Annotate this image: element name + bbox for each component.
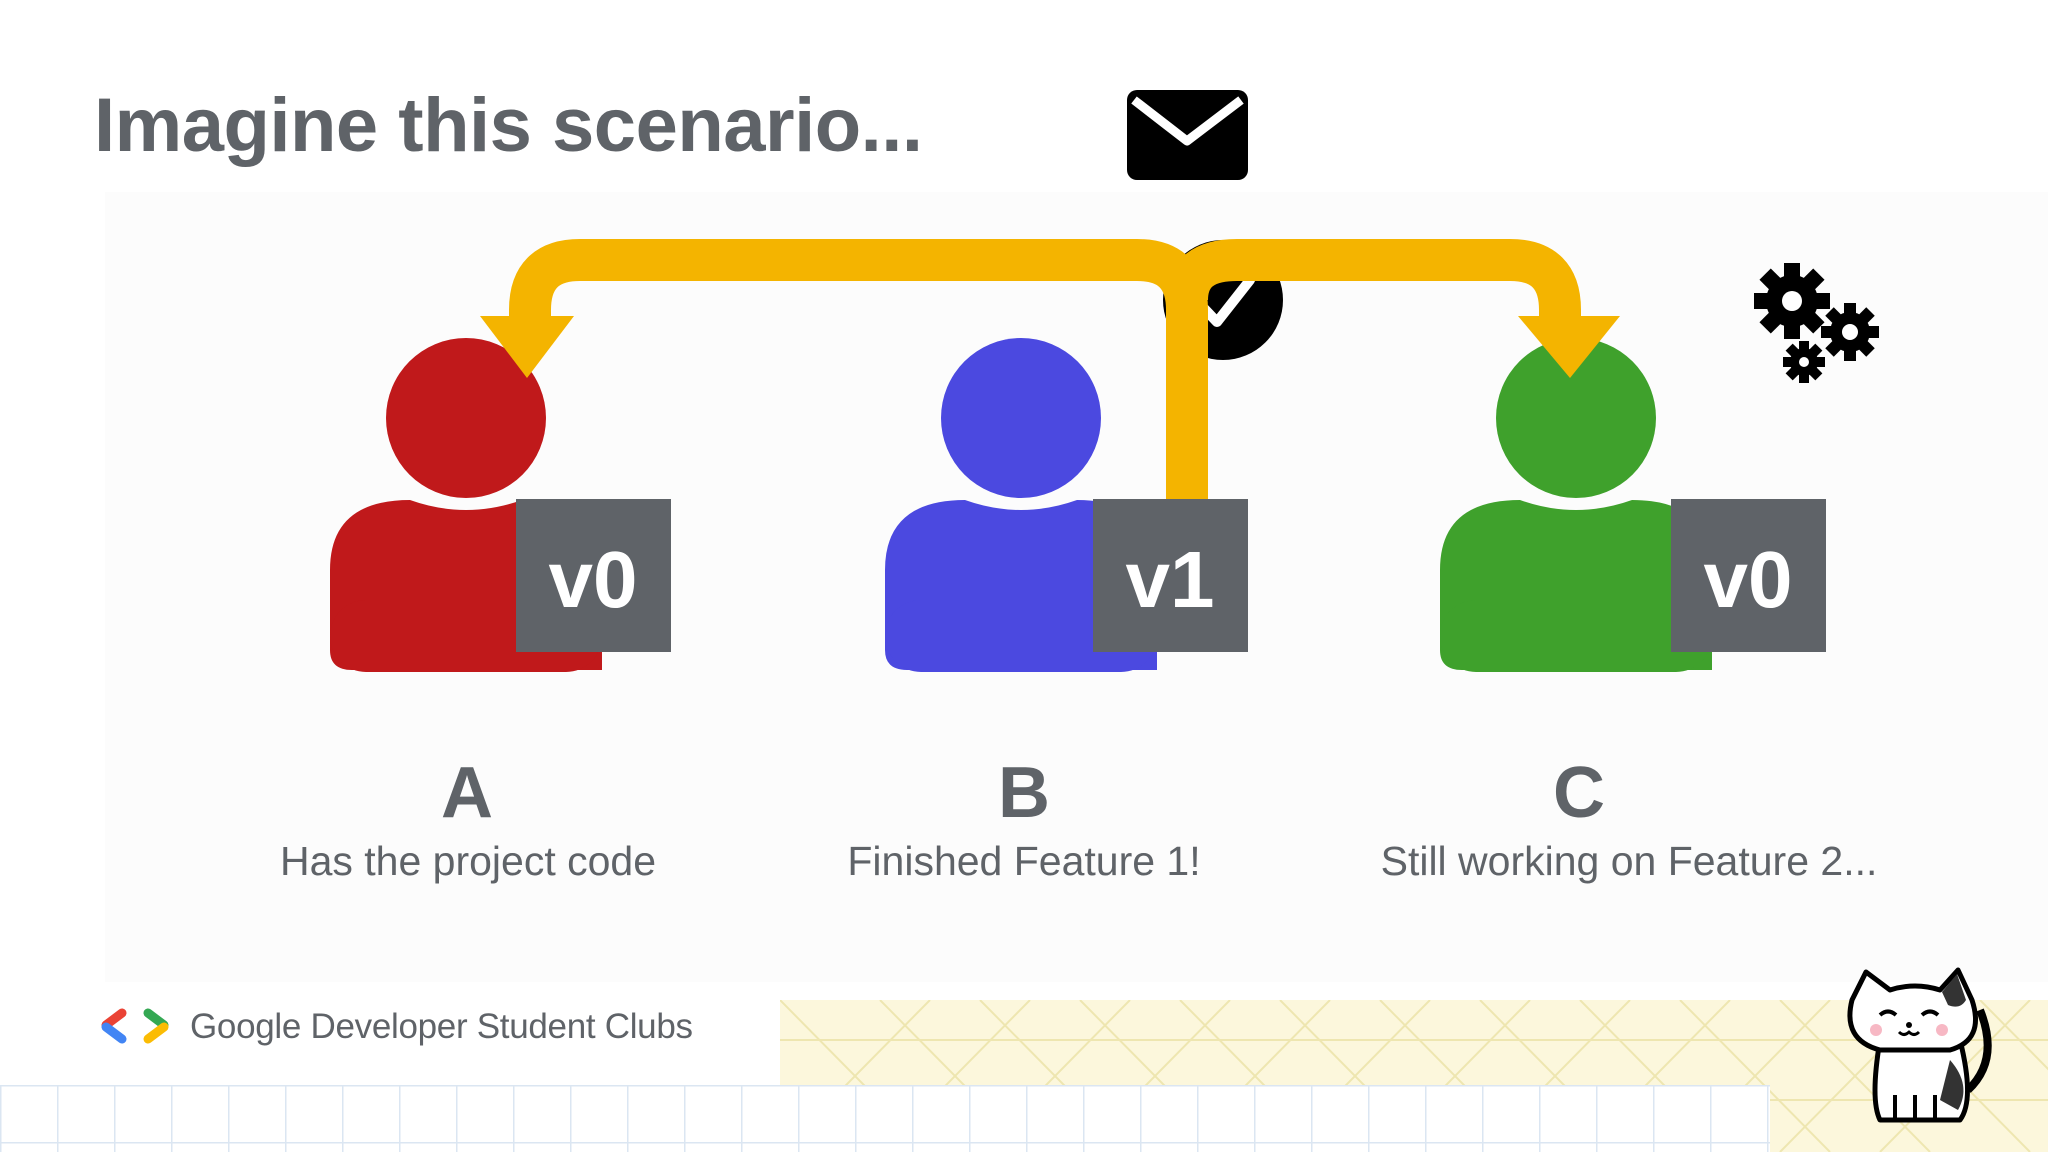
arrowhead-to-a xyxy=(480,316,574,378)
slide-title: Imagine this scenario... xyxy=(94,83,923,168)
share-arrows xyxy=(509,239,1581,508)
version-box-c: v0 xyxy=(1671,499,1826,652)
cat-mascot xyxy=(1847,967,1992,1123)
person-b-letter: B xyxy=(998,753,1050,833)
version-label-b: v1 xyxy=(1126,535,1215,624)
person-a-description: Has the project code xyxy=(279,838,657,884)
person-a-letter: A xyxy=(441,753,493,833)
footer-brand: Google Developer Student Clubs xyxy=(100,1002,693,1052)
version-box-b: v1 xyxy=(1093,499,1248,652)
person-b-icon xyxy=(885,338,1157,672)
brand-name: Google Developer Student Clubs xyxy=(190,1007,693,1046)
person-c-description: Still working on Feature 2... xyxy=(1380,838,1878,884)
gdsc-logo-icon xyxy=(101,1008,169,1044)
version-box-a: v0 xyxy=(516,499,671,652)
envelope-icon xyxy=(1127,90,1248,180)
person-c-icon xyxy=(1440,338,1712,672)
decorative-grid xyxy=(0,1085,1770,1152)
gears-icon xyxy=(1754,263,1879,383)
version-label-a: v0 xyxy=(549,535,638,624)
version-label-c: v0 xyxy=(1704,535,1793,624)
arrowhead-to-c xyxy=(1518,316,1620,378)
person-b-description: Finished Feature 1! xyxy=(847,838,1201,884)
person-c-letter: C xyxy=(1553,753,1605,833)
